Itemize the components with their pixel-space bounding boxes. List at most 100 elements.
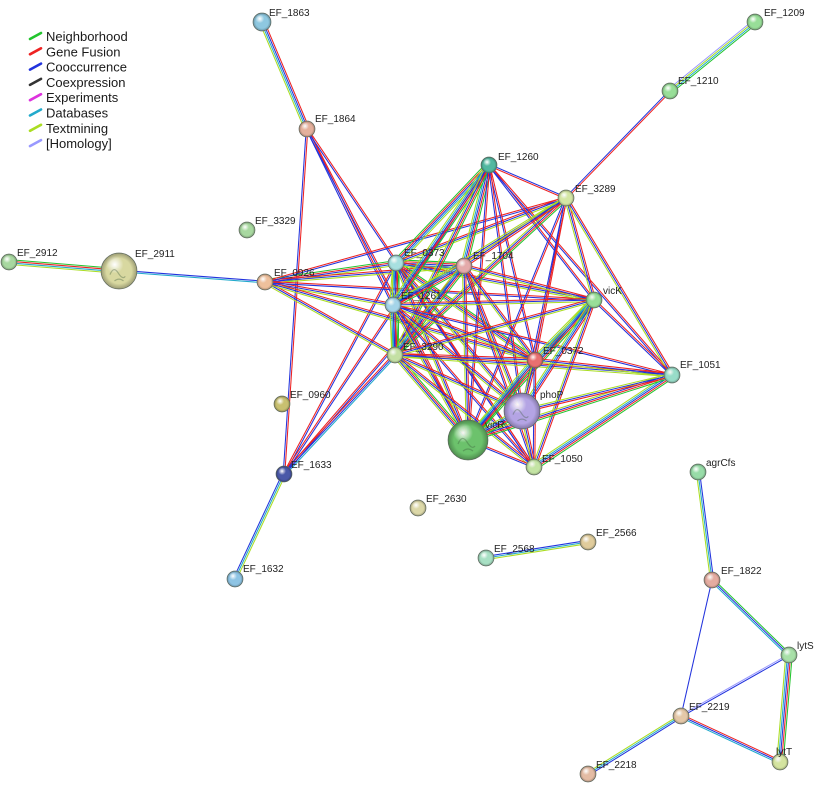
edge-vick-ef-1050[interactable] [531, 299, 597, 468]
edge-line-gene-fusion [394, 304, 398, 355]
edge-ef-2912-ef-2911[interactable] [8, 259, 120, 274]
node-ef-2630[interactable]: EF_2630 [409, 494, 467, 517]
node-ef-0960[interactable]: EF_0960 [273, 390, 331, 413]
node-ef-1632[interactable]: EF_1632 [226, 564, 284, 588]
edge-ef-1704-ef-0372[interactable] [462, 264, 537, 362]
edge-ef-3290-ef-1050[interactable] [393, 353, 536, 469]
edge-line-textmining [462, 196, 566, 266]
edge-ef-2219-ef-2218[interactable] [586, 714, 683, 776]
edge-ef-1260-ef-1051[interactable] [488, 164, 673, 376]
edge-ef-1632-ef-1633[interactable] [233, 473, 286, 580]
edge-ef-1261-vick[interactable] [392, 297, 595, 308]
edge-ef-1051-ef-1050[interactable] [531, 371, 675, 471]
node-label: EF_2566 [596, 528, 637, 539]
node-ef-3290[interactable]: EF_3290 [386, 342, 444, 364]
node-shade [580, 534, 596, 550]
edge-vick-phop[interactable] [519, 298, 597, 413]
edge-line-textmining [393, 301, 595, 308]
edge-ef-3289-ef-1260[interactable] [488, 163, 567, 200]
node-ef-2568[interactable]: EF_2568 [477, 544, 535, 567]
edge-ef-1822-lyts[interactable] [710, 578, 791, 657]
edge-lyts-lytt[interactable] [776, 654, 793, 763]
edge-line-neighborhood [396, 165, 492, 357]
node-ef-2219[interactable]: EF_2219 [672, 702, 730, 725]
edge-line-databases [697, 471, 713, 581]
edge-ef-0373-vick[interactable] [395, 260, 595, 303]
edge-ef-1260-phop[interactable] [487, 164, 524, 412]
node-phop[interactable]: phoP [503, 390, 564, 430]
edge-agrcfs-ef-1822[interactable] [695, 471, 715, 581]
node-ef-2912[interactable]: EF_2912 [0, 248, 58, 271]
node-label: EF_1051 [680, 360, 721, 371]
node-ef-3329[interactable]: EF_3329 [238, 216, 296, 239]
node-ef-0372[interactable]: EF_0372 [526, 346, 584, 369]
edge-ef-0926-ef-3289[interactable] [264, 196, 567, 284]
node-ef-2566[interactable]: EF_2566 [579, 528, 637, 551]
edge-ef-1633-ef-0373[interactable] [282, 262, 398, 475]
node-shade [410, 500, 426, 516]
edge-ef-1704-ef-1261[interactable] [391, 262, 466, 309]
edge-ef-3289-ef-1051[interactable] [564, 196, 674, 377]
edge-line-gene-fusion [264, 263, 464, 281]
node-ef-1051[interactable]: EF_1051 [663, 360, 721, 384]
node-vick[interactable]: vicK [585, 286, 622, 309]
edge-ef-1704-vick[interactable] [463, 263, 595, 303]
node-ef-2218[interactable]: EF_2218 [579, 760, 637, 783]
node-shade [504, 393, 540, 429]
edge-ef-1864-ef-1261[interactable] [305, 128, 395, 306]
edge-ef-1822-ef-2219[interactable] [680, 579, 713, 717]
edge-vick-ef-1051[interactable] [593, 299, 673, 376]
edge-line-gene-fusion [264, 261, 396, 282]
edge-line-cooccurrence [487, 165, 594, 301]
node-ef-0373[interactable]: EF_0373 [387, 248, 445, 272]
edge-ef-3289-vick[interactable] [563, 197, 597, 301]
edge-line-textmining [259, 22, 306, 131]
node-lytt[interactable]: lytT [771, 747, 792, 771]
edge-ef-2911-ef-0926[interactable] [118, 269, 266, 284]
edge-ef-1261-ef-3290[interactable] [389, 304, 399, 356]
edge-ef-1261-ef-1051[interactable] [392, 303, 673, 377]
edge-line-textmining [393, 355, 534, 469]
node-ef-1050[interactable]: EF_1050 [525, 454, 583, 476]
edge-ef-1863-ef-1864[interactable] [259, 20, 310, 131]
edge-ef-0372-ef-1051[interactable] [534, 357, 673, 378]
edge-line-textmining [395, 301, 595, 358]
node-vicr[interactable]: vicR [447, 419, 504, 461]
node-ef-1633[interactable]: EF_1633 [275, 460, 332, 483]
edge-line-databases [777, 654, 788, 762]
node-ef-1863[interactable]: EF_1863 [252, 8, 310, 32]
node-ef-3289[interactable]: EF_3289 [557, 184, 616, 207]
edge-ef-1633-ef-3290[interactable] [282, 353, 397, 476]
node-ef-1704[interactable]: EF_1704 [455, 251, 514, 275]
node-ef-1261[interactable]: EF_1261 [384, 291, 442, 314]
edge-ef-0926-ef-1704[interactable] [264, 263, 465, 285]
node-ef-1822[interactable]: EF_1822 [703, 566, 762, 589]
node-agrcfs[interactable]: agrCfs [689, 458, 735, 481]
node-ef-1210[interactable]: EF_1210 [661, 76, 719, 100]
edge-ef-3289-ef-1704[interactable] [462, 196, 568, 268]
edge-ef-1210-ef-3289[interactable] [565, 90, 671, 199]
node-ef-1260[interactable]: EF_1260 [480, 152, 539, 174]
node-ef-1209[interactable]: EF_1209 [746, 8, 805, 31]
node-ef-0926[interactable]: EF_0926 [256, 268, 315, 291]
edge-ef-1704-ef-3290[interactable] [392, 263, 467, 358]
node-ef-1864[interactable]: EF_1864 [298, 114, 356, 138]
edge-ef-1260-ef-0372[interactable] [487, 164, 537, 361]
node-shade [239, 222, 255, 238]
edge-ef-2219-lytt[interactable] [680, 714, 781, 764]
edge-ef-1051-phop[interactable] [521, 372, 673, 414]
node-shade [387, 347, 403, 363]
edge-line-textmining [519, 298, 593, 410]
edge-ef-1704-ef-1050[interactable] [462, 265, 536, 468]
edge-line-cooccurrence [394, 265, 465, 356]
node-ef-2911[interactable]: EF_2911 [100, 249, 175, 290]
edge-ef-1209-ef-1210[interactable] [668, 19, 757, 94]
edge-ef-3290-vick[interactable] [394, 297, 595, 358]
node-lyts[interactable]: lytS [780, 641, 814, 664]
edge-line-cooccurrence [282, 128, 307, 474]
edge-ef-1864-vicr[interactable] [305, 128, 470, 441]
edge-lyts-ef-2219[interactable] [680, 653, 790, 718]
edge-ef-3290-ef-0372[interactable] [394, 352, 536, 363]
edge-ef-0926-ef-3290[interactable] [263, 280, 397, 357]
edge-ef-2568-ef-2566[interactable] [485, 539, 589, 561]
